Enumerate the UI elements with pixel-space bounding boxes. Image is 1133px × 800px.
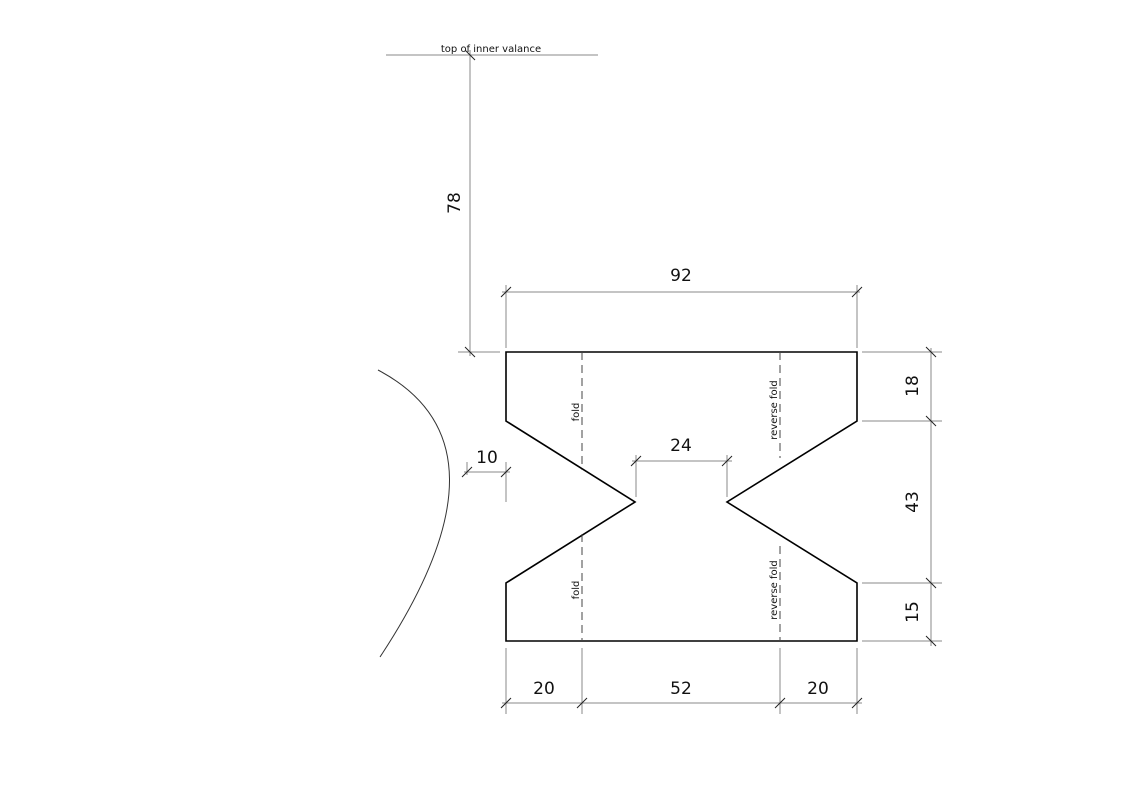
dim-20-right-label: 20 bbox=[807, 679, 829, 699]
dim-10-label: 10 bbox=[476, 448, 498, 468]
valance-label: top of inner valance bbox=[441, 44, 541, 55]
fold-label-left-top: fold bbox=[571, 403, 582, 422]
dim-20-left-label: 20 bbox=[533, 679, 555, 699]
dim-15-label: 15 bbox=[903, 601, 923, 623]
dim-92-label: 92 bbox=[670, 266, 692, 286]
bobbin-arc bbox=[377, 369, 450, 658]
dim-18-label: 18 bbox=[903, 375, 923, 397]
reverse-fold-label-right-top: reverse fold bbox=[769, 380, 780, 440]
fold-label-left-bottom: fold bbox=[571, 581, 582, 600]
dim-78-label: 78 bbox=[445, 192, 465, 214]
dim-52-label: 52 bbox=[670, 679, 692, 699]
reverse-fold-label-right-bottom: reverse fold bbox=[769, 560, 780, 620]
template-outline bbox=[505, 351, 858, 642]
dim-24-label: 24 bbox=[670, 436, 692, 456]
dim-43-label: 43 bbox=[903, 491, 923, 513]
